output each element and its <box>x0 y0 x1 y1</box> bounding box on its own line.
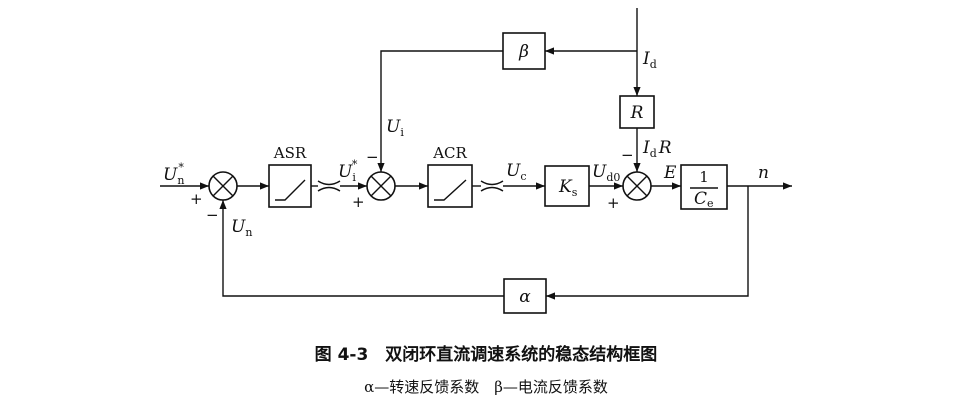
line-beta-s2 <box>377 50 503 172</box>
ks-label: K <box>558 177 573 197</box>
alpha-label: α <box>519 287 531 307</box>
ks-sub: s <box>572 186 578 199</box>
summing-junction-1 <box>208 171 238 201</box>
label-ui: Ui <box>386 117 404 139</box>
ce-sub: e <box>707 197 714 210</box>
label-un-star: Un* <box>163 161 184 187</box>
asr-label: ASR <box>273 144 307 162</box>
sign-s1-minus: − <box>206 206 219 224</box>
asr-block: ASR <box>268 144 312 208</box>
sign-s1-plus: + <box>190 190 203 208</box>
label-ui-star: Ui* <box>338 158 358 184</box>
beta-block: β <box>502 32 546 70</box>
label-e: E <box>663 163 677 183</box>
limiter-acr <box>480 180 504 192</box>
ce-numerator: 1 <box>699 168 709 186</box>
summing-junction-2 <box>366 171 396 201</box>
summing-junction-3 <box>622 171 652 201</box>
label-un: Un <box>231 217 252 239</box>
ce-label: C <box>694 189 707 209</box>
line-alpha-s1 <box>219 200 504 297</box>
beta-label: β <box>518 42 529 62</box>
line-n-alpha <box>546 186 749 300</box>
figure-legend: α—转速反馈系数 β—电流反馈系数 <box>364 378 608 396</box>
svg-text:Ks: Ks <box>558 177 578 199</box>
limiter-asr <box>317 180 341 192</box>
label-n: n <box>758 163 769 183</box>
label-uc: Uc <box>506 161 527 183</box>
figure-caption: 图 4-3 双闭环直流调速系统的稳态结构框图 <box>315 344 658 365</box>
r-label: R <box>630 103 644 123</box>
r-block: R <box>619 95 655 129</box>
alpha-block: α <box>503 278 547 314</box>
label-id: Id <box>642 49 657 71</box>
ks-block: Ks <box>544 165 590 207</box>
sign-s2-plus: + <box>352 193 365 211</box>
svg-text:Ce: Ce <box>694 189 714 210</box>
sign-s3-plus: + <box>607 194 620 212</box>
ce-block: 1 Ce <box>680 164 728 210</box>
signal-lines <box>160 8 792 300</box>
label-ud0: Ud0 <box>592 162 620 184</box>
acr-label: ACR <box>432 144 467 162</box>
acr-block: ACR <box>427 144 473 208</box>
sign-s2-minus: − <box>366 148 379 166</box>
sign-s3-minus: − <box>621 146 634 164</box>
